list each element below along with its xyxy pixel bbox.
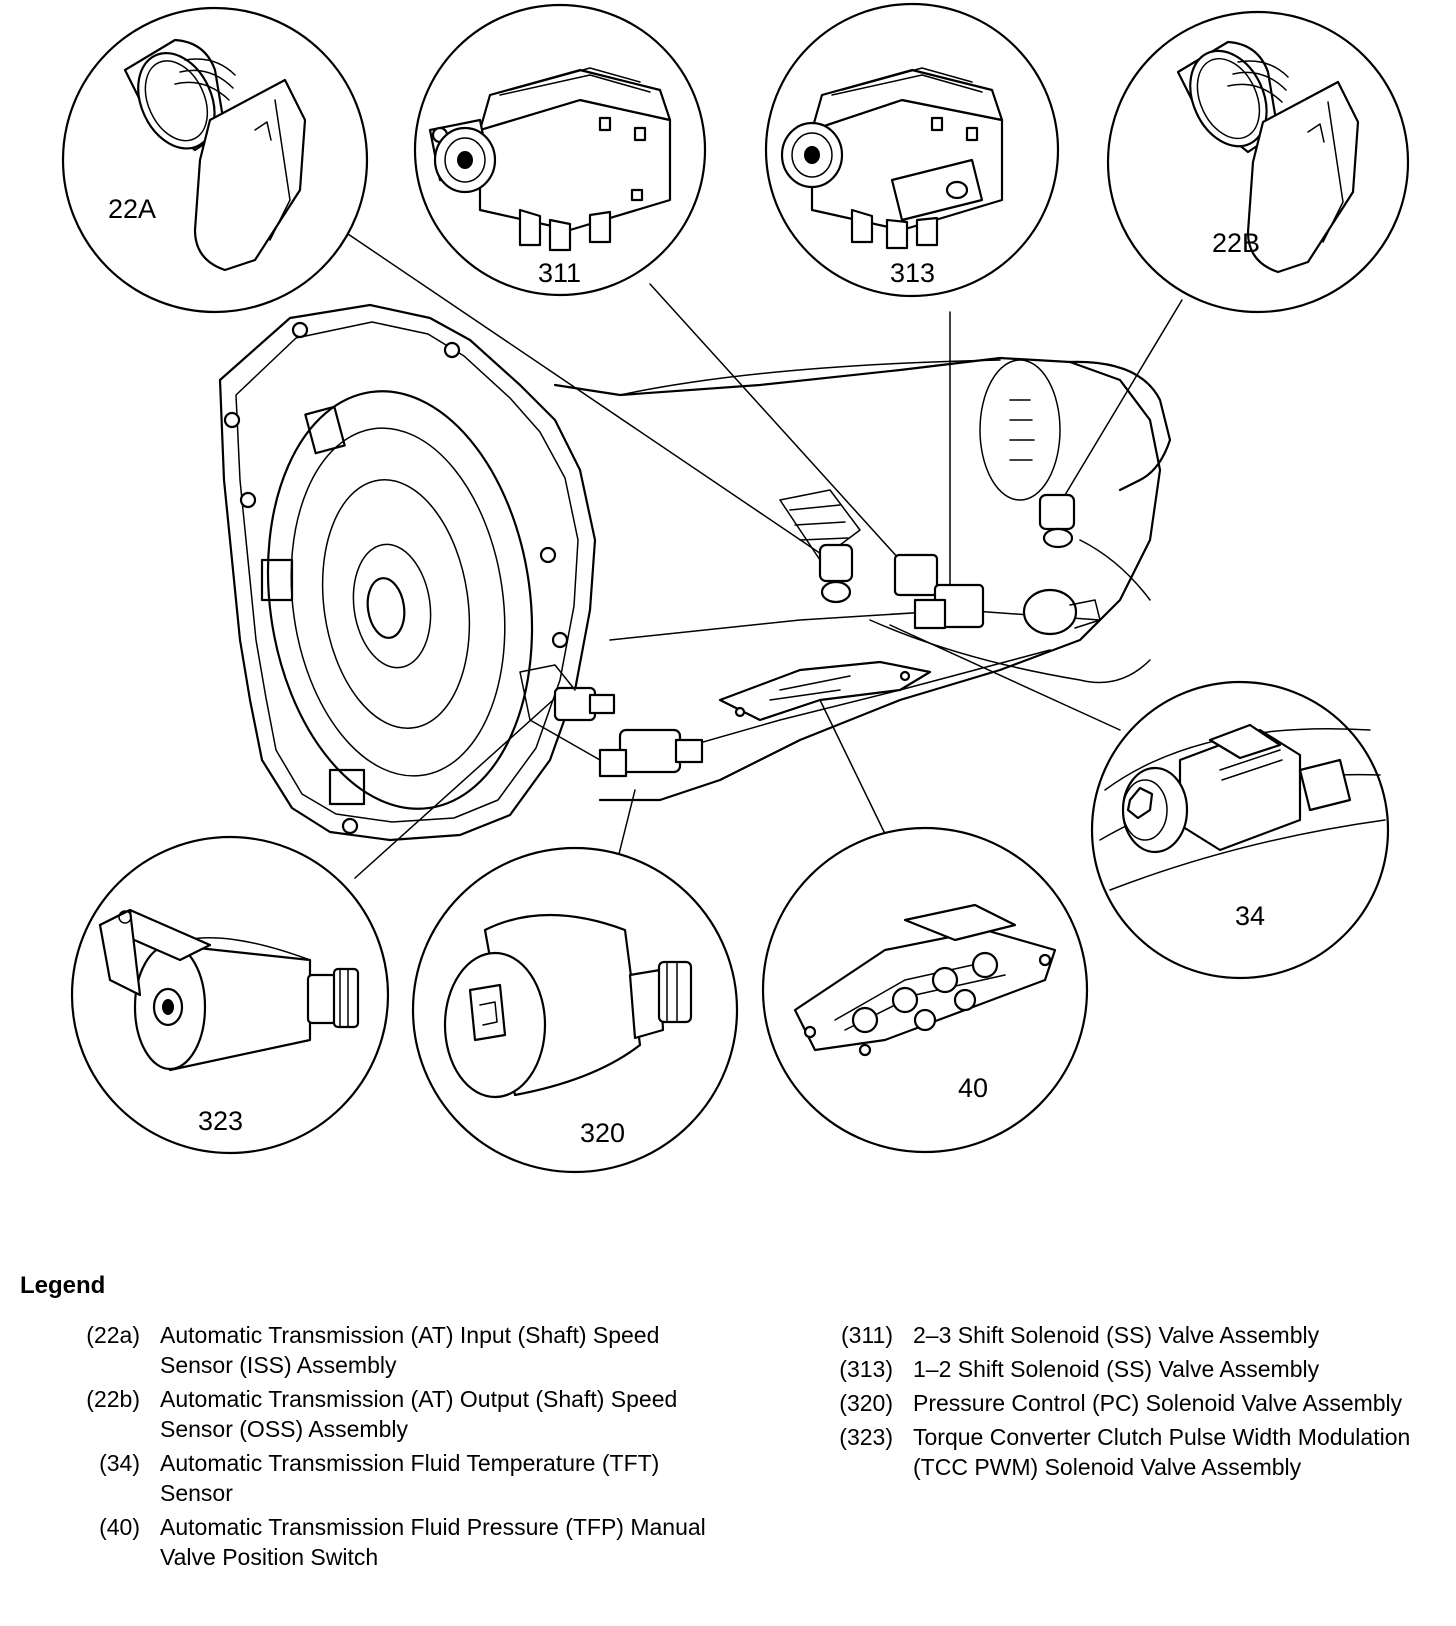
callout-circle-34: 34 <box>1090 680 1390 980</box>
callout-label-313: 313 <box>890 258 935 288</box>
callout-circle-311: 311 <box>413 3 707 297</box>
callout-label-22a: 22A <box>108 194 156 224</box>
callout-label-323: 323 <box>198 1106 243 1136</box>
callout-label-320: 320 <box>580 1118 625 1148</box>
legend-code: (22a) <box>86 1322 140 1348</box>
legend-description: 2–3 Shift Solenoid (SS) Valve Assembly <box>913 1322 1320 1348</box>
case-components <box>519 493 1151 778</box>
legend-code: (320) <box>839 1390 893 1416</box>
callout-circle-22b: 22B <box>1106 10 1410 314</box>
leader-lines <box>344 231 1183 883</box>
legend-item: (320) Pressure Control (PC) Solenoid Val… <box>805 1388 1425 1418</box>
callout-circle-323: 323 <box>70 835 390 1155</box>
legend-code: (311) <box>841 1322 893 1348</box>
legend-item: (313) 1–2 Shift Solenoid (SS) Valve Asse… <box>805 1354 1425 1384</box>
legend-left-column: (22a) Automatic Transmission (AT) Input … <box>52 1320 732 1576</box>
legend-right-column: (311) 2–3 Shift Solenoid (SS) Valve Asse… <box>805 1320 1425 1486</box>
legend-item: (40) Automatic Transmission Fluid Pressu… <box>52 1512 732 1572</box>
legend-code: (313) <box>839 1356 893 1382</box>
legend-description: Automatic Transmission (AT) Output (Shaf… <box>160 1386 678 1442</box>
legend-item: (311) 2–3 Shift Solenoid (SS) Valve Asse… <box>805 1320 1425 1350</box>
legend-item: (22a) Automatic Transmission (AT) Input … <box>52 1320 732 1380</box>
legend-item: (323) Torque Converter Clutch Pulse Widt… <box>805 1422 1425 1482</box>
transmission-component-diagram: 22A 311 <box>61 2 1410 1174</box>
callout-circle-40: 40 <box>761 826 1089 1154</box>
legend-item: (22b) Automatic Transmission (AT) Output… <box>52 1384 732 1444</box>
callout-circle-320: 320 <box>411 846 739 1174</box>
callout-label-34: 34 <box>1235 901 1265 931</box>
callout-circle-22a: 22A <box>61 6 369 314</box>
callout-label-22b: 22B <box>1212 228 1260 258</box>
callout-circle-313: 313 <box>764 2 1060 298</box>
legend-description: Torque Converter Clutch Pulse Width Modu… <box>913 1424 1411 1480</box>
callout-label-40: 40 <box>958 1073 988 1103</box>
legend-description: Automatic Transmission Fluid Temperature… <box>160 1450 660 1506</box>
legend-description: Automatic Transmission (AT) Input (Shaft… <box>160 1322 660 1378</box>
legend-code: (40) <box>99 1514 140 1540</box>
legend-item: (34) Automatic Transmission Fluid Temper… <box>52 1448 732 1508</box>
legend-description: 1–2 Shift Solenoid (SS) Valve Assembly <box>913 1356 1320 1382</box>
legend-title: Legend <box>20 1272 106 1299</box>
legend-description: Pressure Control (PC) Solenoid Valve Ass… <box>913 1390 1403 1416</box>
transmission-assembly <box>218 303 1172 842</box>
legend-description: Automatic Transmission Fluid Pressure (T… <box>160 1514 706 1570</box>
legend-code: (22b) <box>86 1386 140 1412</box>
legend-code: (323) <box>839 1424 893 1450</box>
callout-label-311: 311 <box>538 258 581 288</box>
legend-code: (34) <box>99 1450 140 1476</box>
